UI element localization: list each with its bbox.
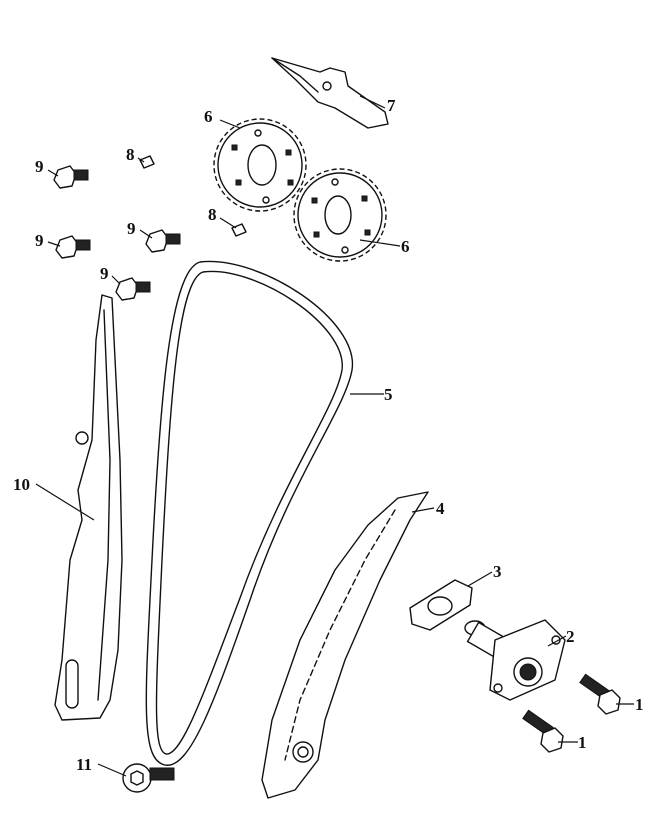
part-6-camshaft-sprocket-right xyxy=(293,168,387,262)
callout-11: 11 xyxy=(76,755,92,774)
callout-6: 6 xyxy=(204,107,213,126)
leader-lines xyxy=(35,95,634,777)
part-7-upper-chain-guide xyxy=(271,57,389,129)
callout-4: 4 xyxy=(436,499,445,518)
part-9-bolt-3 xyxy=(145,229,181,253)
callout-10: 10 xyxy=(13,475,30,494)
callout-9: 9 xyxy=(35,231,44,250)
part-4-tensioner-guide xyxy=(261,491,429,799)
callout-3: 3 xyxy=(493,562,502,581)
part-1-bolt-2 xyxy=(522,709,564,753)
part-5-timing-chain xyxy=(145,260,353,766)
part-11-pivot-bolt xyxy=(122,763,175,793)
callout-9: 9 xyxy=(100,264,109,283)
callout-9: 9 xyxy=(35,157,44,176)
callout-8: 8 xyxy=(208,205,217,224)
callout-5: 5 xyxy=(384,385,393,404)
part-9-bolt-2 xyxy=(55,235,91,259)
callout-1: 1 xyxy=(578,733,587,752)
callout-1: 1 xyxy=(635,695,644,714)
part-8-dowel-pin-2 xyxy=(231,223,247,237)
callout-9: 9 xyxy=(127,219,136,238)
part-8-dowel-pin-1 xyxy=(139,155,155,169)
callout-8: 8 xyxy=(126,145,135,164)
part-9-bolt-1 xyxy=(53,165,89,189)
part-2-chain-tensioner xyxy=(464,619,566,701)
part-1-bolt-1 xyxy=(579,673,621,715)
callout-6: 6 xyxy=(401,237,410,256)
part-9-bolt-4 xyxy=(115,277,151,301)
callout-7: 7 xyxy=(387,96,396,115)
part-6-camshaft-sprocket-left xyxy=(213,118,307,212)
callout-2: 2 xyxy=(566,627,575,646)
part-10-chain-guide-left xyxy=(54,294,123,721)
part-3-gasket xyxy=(409,579,473,631)
